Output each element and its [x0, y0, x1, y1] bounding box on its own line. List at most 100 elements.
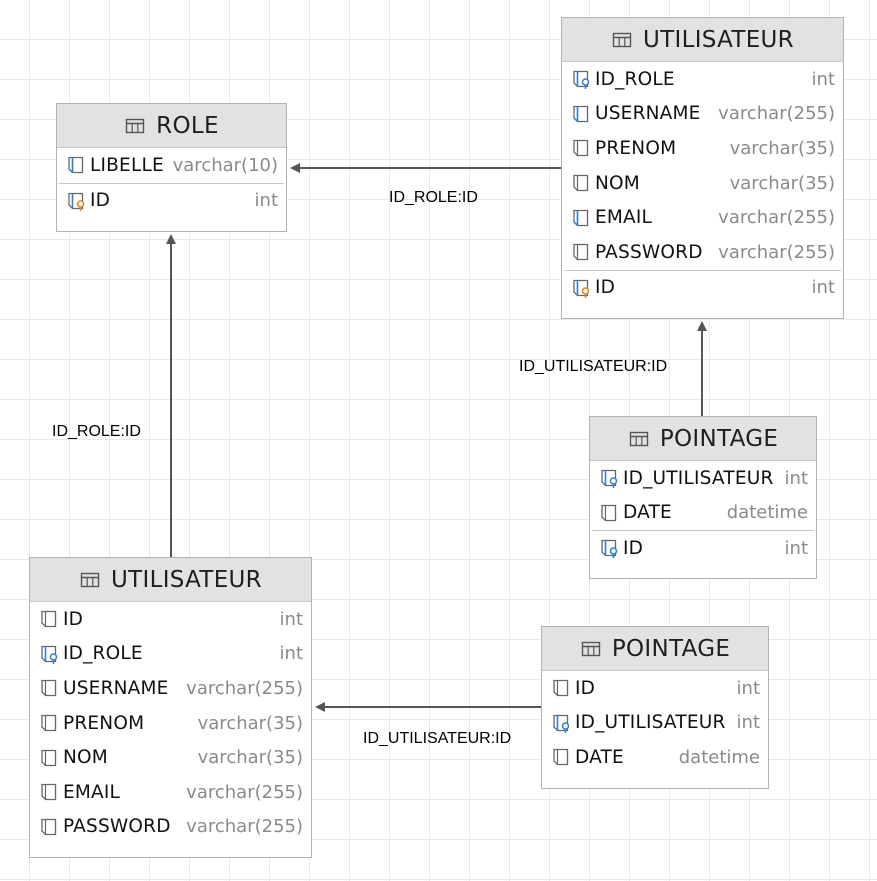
column-type: int: [807, 277, 835, 299]
column-icon: [570, 172, 592, 194]
column-name: ID_ROLE: [595, 68, 675, 90]
column-type: varchar(10): [168, 154, 278, 176]
column-icon: [550, 677, 572, 699]
edge-label: ID_ROLE:ID: [389, 189, 478, 206]
column-name: DATE: [575, 746, 624, 768]
primary-key-blue-icon: [598, 537, 620, 559]
column-type: varchar(255): [714, 207, 835, 229]
column-row[interactable]: USERNAME varchar(255): [30, 671, 311, 706]
edge-label: ID_UTILISATEUR:ID: [363, 730, 512, 747]
column-name: PRENOM: [595, 137, 677, 159]
column-row[interactable]: ID int: [590, 531, 816, 566]
column-name: ID: [575, 677, 596, 699]
column-name: NOM: [595, 172, 640, 194]
foreign-key-icon: [550, 712, 572, 734]
edge-label: ID_ROLE:ID: [52, 423, 141, 440]
column-icon: [550, 746, 572, 768]
column-type: int: [732, 677, 760, 699]
column-type: varchar(255): [182, 816, 303, 838]
column-fk-icon: [65, 154, 87, 176]
foreign-key-icon: [38, 643, 60, 665]
column-name: ID_UTILISATEUR: [575, 712, 726, 734]
column-fk-icon: [570, 103, 592, 125]
column-name: EMAIL: [63, 781, 121, 803]
column-icon: [570, 137, 592, 159]
column-fk-icon: [570, 207, 592, 229]
table-icon: [124, 115, 146, 137]
column-row[interactable]: DATE datetime: [542, 740, 768, 775]
column-type: varchar(255): [182, 781, 303, 803]
column-row[interactable]: NOM varchar(35): [562, 166, 843, 201]
column-row[interactable]: EMAIL varchar(255): [30, 775, 311, 810]
column-row[interactable]: ID int: [562, 271, 843, 306]
column-type: datetime: [674, 746, 760, 768]
edge-label: ID_UTILISATEUR:ID: [519, 358, 668, 375]
column-row[interactable]: PRENOM varchar(35): [562, 131, 843, 166]
column-name: ID_UTILISATEUR: [623, 467, 774, 489]
table-header[interactable]: POINTAGE: [590, 417, 816, 461]
column-type: varchar(35): [725, 137, 835, 159]
column-type: varchar(255): [182, 677, 303, 699]
column-name: ID: [623, 537, 644, 559]
column-name: LIBELLE: [90, 154, 164, 176]
table-header[interactable]: UTILISATEUR: [562, 18, 843, 62]
column-name: ID: [90, 190, 111, 212]
key-separator: [592, 530, 814, 532]
column-row[interactable]: ID_ROLE int: [562, 62, 843, 97]
column-type: int: [807, 68, 835, 90]
column-type: varchar(35): [725, 172, 835, 194]
foreign-key-icon: [598, 467, 620, 489]
column-type: int: [250, 190, 278, 212]
table-header[interactable]: UTILISATEUR: [30, 558, 311, 602]
column-name: ID: [63, 608, 84, 630]
primary-key-icon: [65, 190, 87, 212]
column-name: NOM: [63, 747, 108, 769]
column-name: PRENOM: [63, 712, 145, 734]
table-icon: [79, 569, 101, 591]
column-type: int: [275, 608, 303, 630]
column-type: varchar(255): [714, 241, 835, 263]
column-row[interactable]: PASSWORD varchar(255): [562, 235, 843, 270]
table-icon: [580, 638, 602, 660]
foreign-key-icon: [570, 68, 592, 90]
column-row[interactable]: ID int: [542, 671, 768, 706]
column-icon: [570, 241, 592, 263]
column-type: varchar(35): [193, 747, 303, 769]
column-icon: [38, 816, 60, 838]
table-name: UTILISATEUR: [111, 566, 262, 593]
table-header[interactable]: POINTAGE: [542, 627, 768, 671]
column-type: int: [780, 537, 808, 559]
table-icon: [628, 428, 650, 450]
column-row[interactable]: ID int: [30, 602, 311, 637]
column-name: USERNAME: [63, 677, 169, 699]
column-type: int: [275, 643, 303, 665]
table-name: UTILISATEUR: [643, 26, 794, 53]
column-icon: [38, 781, 60, 803]
column-icon: [38, 677, 60, 699]
column-name: ID: [595, 277, 616, 299]
table-icon: [611, 29, 633, 51]
column-row[interactable]: ID int: [57, 184, 286, 219]
column-row[interactable]: NOM varchar(35): [30, 740, 311, 775]
column-row[interactable]: ID_UTILISATEUR int: [542, 706, 768, 741]
column-name: PASSWORD: [595, 241, 703, 263]
column-name: USERNAME: [595, 103, 701, 125]
table-header[interactable]: ROLE: [57, 104, 286, 148]
key-separator: [564, 269, 841, 271]
column-type: int: [732, 712, 760, 734]
